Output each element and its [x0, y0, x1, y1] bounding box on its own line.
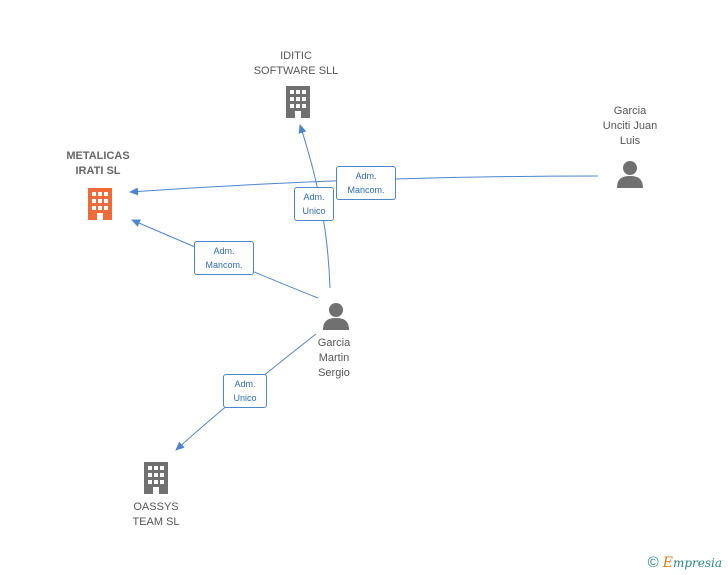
edge-label-martin-iditic[interactable]: Adm. Unico: [294, 187, 334, 221]
person-icon[interactable]: [320, 300, 352, 332]
node-label-oassys: OASSYS TEAM SL: [132, 501, 180, 528]
building-icon[interactable]: [140, 460, 172, 496]
node-label-garcia-unciti: Garcia Unciti Juan Luis: [602, 105, 658, 147]
copyright-icon: ©: [647, 554, 659, 571]
empresia-logo: ©Empresia: [648, 554, 722, 571]
brand-name: mpresia: [672, 556, 722, 570]
brand-initial: E: [662, 555, 673, 571]
edge-label-martin-metalicas[interactable]: Adm. Mancom.: [194, 241, 254, 275]
edge-label-martin-oassys[interactable]: Adm. Unico: [223, 374, 267, 408]
building-icon[interactable]: [84, 186, 116, 222]
node-label-metalicas: METALICAS IRATI SL: [66, 150, 130, 177]
person-icon[interactable]: [614, 158, 646, 190]
building-icon[interactable]: [282, 84, 314, 120]
node-label-garcia-martin: Garcia Martin Sergio: [317, 337, 351, 379]
node-label-iditic: IDITIC SOFTWARE SLL: [253, 50, 339, 77]
edge-label-unciti-metalicas[interactable]: Adm. Mancom.: [336, 166, 396, 200]
